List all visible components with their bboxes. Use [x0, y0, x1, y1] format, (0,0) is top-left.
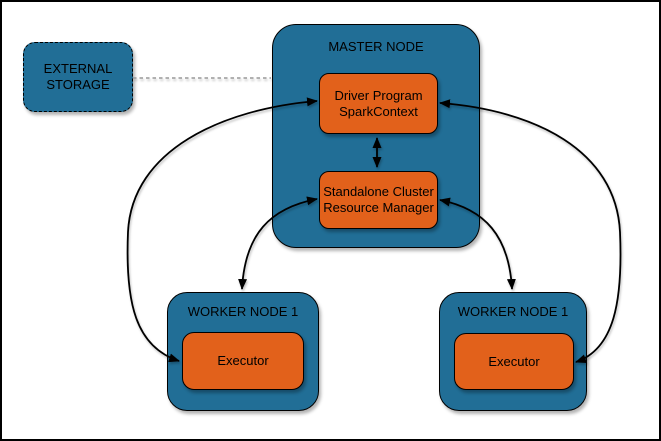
executor-left-box: Executor [182, 332, 304, 390]
external-storage-label-line2: STORAGE [46, 77, 110, 92]
driver-program-box: Driver Program SparkContext [319, 73, 438, 134]
executor-right-label: Executor [488, 353, 540, 369]
driver-program-label-line1: Driver Program [334, 87, 423, 103]
master-node-title: MASTER NODE [328, 39, 424, 54]
resource-manager-label-line1: Standalone Cluster [323, 184, 434, 199]
worker-node-right-title: WORKER NODE 1 [457, 304, 569, 319]
worker-node-left-title: WORKER NODE 1 [187, 304, 299, 319]
executor-left-label: Executor [217, 353, 269, 368]
external-storage-label-line1: EXTERNAL [43, 61, 113, 76]
resource-manager-box: Standalone Cluster Resource Manager [319, 171, 438, 229]
external-storage-node: EXTERNAL STORAGE [23, 42, 133, 112]
executor-right-box: Executor [454, 333, 574, 390]
driver-program-label-line2: SparkContext [339, 103, 418, 119]
resource-manager-label-line2: Resource Manager [323, 200, 434, 215]
